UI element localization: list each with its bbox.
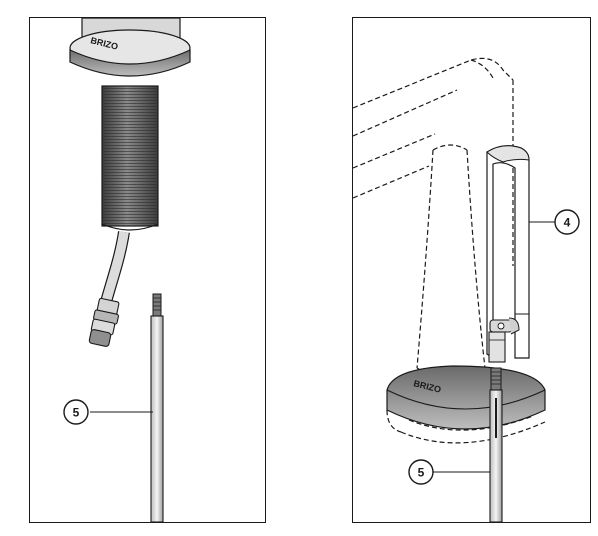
right-panel: BRIZO 4 <box>352 17 591 523</box>
mounting-rod-5-right <box>489 367 503 522</box>
callout-circle-5 <box>63 399 89 425</box>
callout-label-4: 4 <box>564 216 571 230</box>
quick-connect-fitting <box>88 297 120 347</box>
escutcheon-right: BRIZO <box>386 365 546 444</box>
faucet-body-phantom <box>416 144 486 380</box>
callout-circle-4 <box>554 209 580 235</box>
left-panel: BRIZO 5 <box>29 17 266 523</box>
escutcheon-base <box>69 49 191 77</box>
spout-phantom <box>353 57 514 266</box>
callout-circle-5-right <box>408 459 434 485</box>
rod-clip <box>488 317 520 363</box>
mounting-rod-5 <box>150 293 164 522</box>
callout-label-5: 5 <box>73 406 80 420</box>
left-illustration: BRIZO 5 <box>63 18 191 522</box>
right-illustration: BRIZO 4 <box>353 57 580 522</box>
callout-label-5-right: 5 <box>418 466 425 480</box>
